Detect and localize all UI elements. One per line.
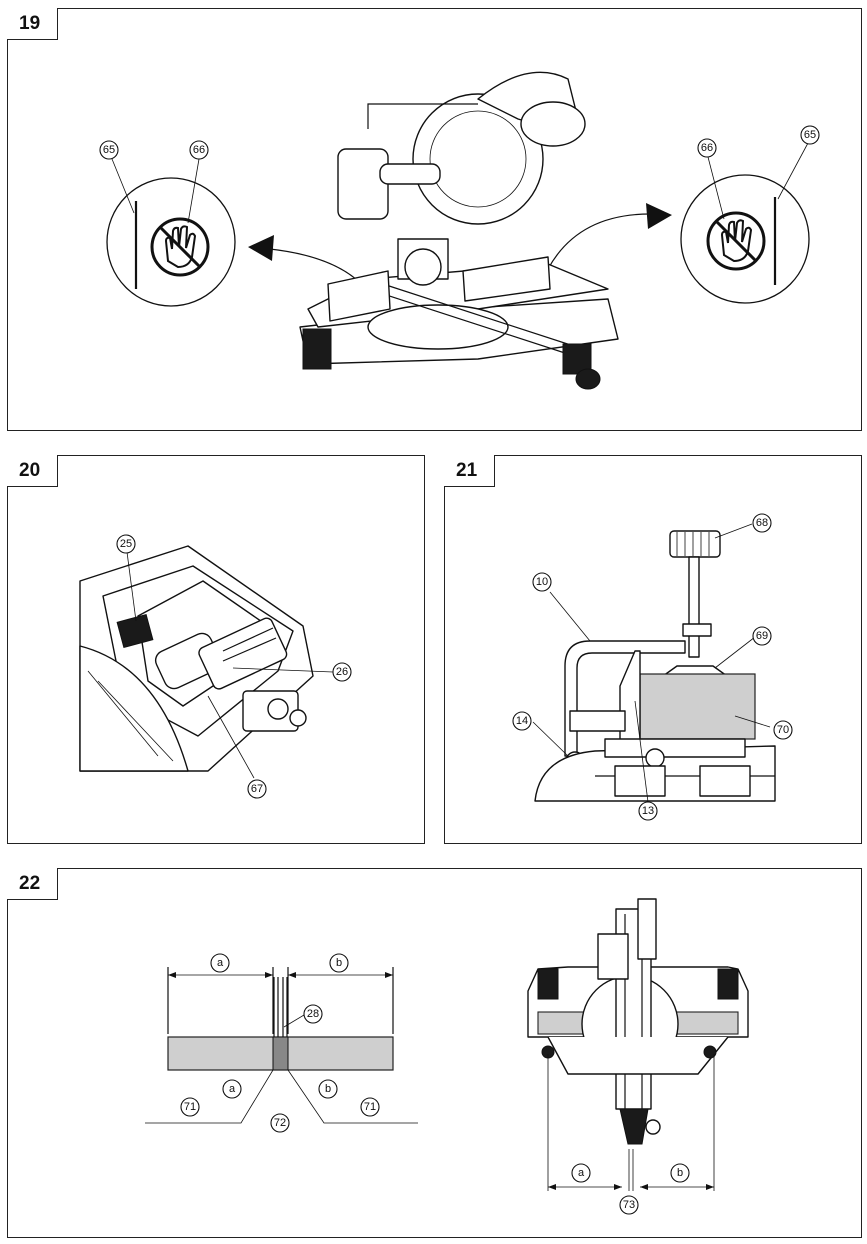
svg-text:66: 66 xyxy=(701,142,713,154)
callout-67: 67 xyxy=(247,779,267,799)
svg-text:b: b xyxy=(325,1083,331,1095)
svg-text:26: 26 xyxy=(336,666,348,678)
callout-10: 10 xyxy=(532,572,552,592)
callout-25: 25 xyxy=(116,534,136,554)
svg-text:b: b xyxy=(336,957,342,969)
figure-panel-19: 19 65 66 66 xyxy=(7,8,862,431)
svg-text:25: 25 xyxy=(120,538,132,550)
callout-66-right: 66 xyxy=(697,138,717,158)
svg-text:10: 10 xyxy=(536,576,548,588)
figure-19-illustration: 65 66 66 65 xyxy=(99,71,820,390)
callout-a-top: a xyxy=(210,953,230,973)
callout-a-mid: a xyxy=(222,1079,242,1099)
svg-text:73: 73 xyxy=(623,1199,635,1211)
svg-text:a: a xyxy=(578,1167,585,1179)
svg-text:b: b xyxy=(677,1167,683,1179)
callout-14: 14 xyxy=(512,711,532,731)
svg-text:70: 70 xyxy=(777,724,789,736)
figure-panel-21: 21 xyxy=(444,455,862,844)
callout-66-left: 66 xyxy=(189,140,209,160)
figure-number-21: 21 xyxy=(444,455,495,487)
callout-65-left: 65 xyxy=(99,140,119,160)
svg-text:a: a xyxy=(217,957,224,969)
vise-clamp-illustration xyxy=(534,530,776,802)
figure-panel-20: 20 25 26 67 xyxy=(7,455,425,844)
callout-69: 69 xyxy=(752,626,772,646)
callout-26: 26 xyxy=(332,662,352,682)
svg-text:67: 67 xyxy=(251,783,263,795)
callout-b-top: b xyxy=(329,953,349,973)
svg-text:69: 69 xyxy=(756,630,768,642)
callout-71-right: 71 xyxy=(360,1097,380,1117)
svg-text:65: 65 xyxy=(103,144,115,156)
svg-text:14: 14 xyxy=(516,715,528,727)
callout-b-saw: b xyxy=(670,1163,690,1183)
callout-71-left: 71 xyxy=(180,1097,200,1117)
svg-text:71: 71 xyxy=(364,1101,376,1113)
svg-text:66: 66 xyxy=(193,144,205,156)
svg-text:13: 13 xyxy=(642,805,654,817)
no-hands-icon xyxy=(150,217,210,277)
saw-front-view xyxy=(527,898,749,1191)
no-hands-zone-right xyxy=(680,142,810,304)
callout-70: 70 xyxy=(773,720,793,740)
figure-number-19: 19 xyxy=(7,8,58,40)
callout-68: 68 xyxy=(752,513,772,533)
arrow-right xyxy=(547,213,651,270)
no-hands-zone-left xyxy=(106,158,236,307)
figure-21-illustration: 68 10 69 14 70 13 xyxy=(512,513,793,821)
svg-text:68: 68 xyxy=(756,517,768,529)
svg-text:72: 72 xyxy=(274,1117,286,1129)
svg-text:71: 71 xyxy=(184,1101,196,1113)
figure-number-22: 22 xyxy=(7,868,58,900)
figure-panel-22: 22 a b 28 71 a b 71 xyxy=(7,868,862,1238)
callout-73: 73 xyxy=(619,1195,639,1215)
callout-a-saw: a xyxy=(571,1163,591,1183)
svg-text:a: a xyxy=(229,1083,236,1095)
figure-20-illustration: 25 26 67 xyxy=(79,534,352,799)
callout-65-right: 65 xyxy=(800,125,820,145)
callout-72: 72 xyxy=(270,1113,290,1133)
svg-text:65: 65 xyxy=(804,129,816,141)
figure-number-20: 20 xyxy=(7,455,58,487)
svg-text:28: 28 xyxy=(307,1008,319,1020)
saw-blade-guard-illustration xyxy=(79,545,314,772)
miter-saw-illustration xyxy=(299,71,619,390)
no-hands-icon xyxy=(706,211,766,271)
kerf-diagram xyxy=(145,967,418,1124)
callout-13: 13 xyxy=(638,801,658,821)
figure-22-illustration: a b 28 71 a b 71 72 xyxy=(145,898,749,1215)
callout-b-mid: b xyxy=(318,1079,338,1099)
callout-28: 28 xyxy=(303,1004,323,1024)
